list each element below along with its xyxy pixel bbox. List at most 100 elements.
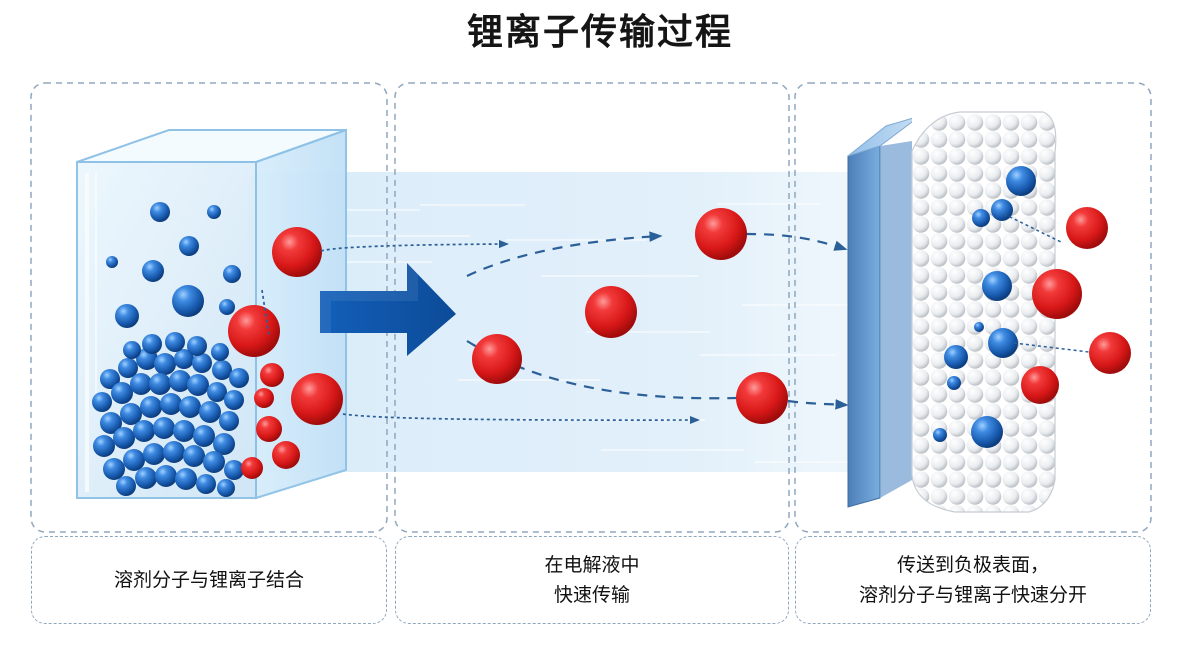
caption-desolvation-line-2: 溶剂分子与锂离子快速分开	[858, 584, 1087, 606]
solvent-molecule	[219, 411, 239, 431]
lithium-ion	[272, 227, 322, 277]
solvent-molecule	[179, 396, 201, 418]
solvent-molecule	[187, 374, 209, 396]
solvent-molecule	[106, 256, 118, 268]
solvent-molecule	[103, 458, 125, 480]
solvent-molecule	[947, 376, 961, 390]
solvent-molecule	[193, 425, 215, 447]
solvent-molecule	[118, 358, 138, 378]
solvent-molecule	[173, 420, 195, 442]
solvent-molecule	[163, 441, 185, 463]
lithium-ions-in-transit	[472, 208, 788, 424]
solvent-molecule	[207, 382, 227, 402]
solvent-molecule	[93, 435, 115, 457]
lithium-ion	[241, 457, 263, 479]
solvent-molecule	[100, 369, 120, 389]
caption-solvation-line-1: 溶剂分子与锂离子结合	[113, 569, 304, 591]
solvent-molecule	[199, 401, 221, 423]
solvent-molecule	[169, 370, 191, 392]
electrode-lithium-ions	[1021, 207, 1131, 404]
solvent-molecule	[974, 322, 984, 332]
solvent-molecule	[143, 443, 165, 465]
solvent-molecule	[116, 476, 136, 496]
solvent-molecule	[142, 334, 162, 354]
solvent-molecule	[142, 260, 164, 282]
solvent-molecule	[135, 467, 157, 489]
lithium-ion	[228, 305, 280, 357]
lithium-ion	[291, 373, 343, 425]
solvent-molecule	[120, 403, 142, 425]
lithium-ion	[256, 416, 282, 442]
solvent-molecule	[174, 349, 194, 369]
solvent-molecule	[115, 304, 139, 328]
solvent-molecule	[933, 428, 947, 442]
solvent-molecule	[140, 396, 162, 418]
solvent-molecule	[982, 271, 1012, 301]
solvent-molecule	[172, 285, 204, 317]
solvent-molecule	[179, 236, 199, 256]
solvent-molecule	[130, 373, 152, 395]
lithium-ion	[1021, 366, 1059, 404]
solvent-molecule	[213, 433, 235, 455]
solvent-molecule	[212, 360, 232, 380]
solvent-molecule	[988, 328, 1018, 358]
caption-desolvation-line-1: 传送到负极表面，	[896, 554, 1049, 576]
solvent-molecule	[150, 202, 170, 222]
lithium-ion	[472, 334, 522, 384]
lithium-ion	[254, 388, 274, 408]
solvent-molecule	[123, 449, 145, 471]
diagram-title: 锂离子传输过程	[466, 12, 733, 53]
lithium-ion	[695, 208, 747, 260]
solvent-molecule	[165, 332, 185, 352]
solvent-molecule	[944, 345, 968, 369]
desolvation-links	[1003, 213, 1090, 353]
solvent-molecule	[224, 390, 244, 410]
solvent-molecule	[187, 336, 207, 356]
solvent-molecule	[133, 420, 155, 442]
solvent-molecule	[1006, 166, 1036, 196]
solvent-molecule	[160, 393, 182, 415]
lithium-ion	[1066, 207, 1108, 249]
solvent-molecules-loose	[106, 202, 241, 328]
solvent-molecule	[972, 209, 990, 227]
caption-desolvation: 传送到负极表面， 溶剂分子与锂离子快速分开	[795, 536, 1151, 624]
solvent-molecule	[192, 353, 212, 373]
caption-transport: 在电解液中 快速传输	[395, 536, 789, 624]
caption-solvation: 溶剂分子与锂离子结合	[31, 536, 387, 624]
solvent-molecule	[223, 265, 241, 283]
lithium-ion	[736, 372, 788, 424]
solvent-molecule	[196, 474, 216, 494]
solvent-molecule	[154, 353, 176, 375]
stage-frame-desolvation	[794, 82, 1152, 533]
lithium-ions-solvated	[228, 227, 343, 479]
solvent-molecule	[111, 382, 133, 404]
solvent-molecule	[149, 373, 171, 395]
stage-frame-solvation	[30, 82, 388, 533]
solvent-molecule	[153, 417, 175, 439]
solvent-molecule	[229, 368, 249, 388]
solvent-molecule	[175, 468, 197, 490]
solvent-molecule	[224, 460, 244, 480]
solvent-molecule	[971, 416, 1003, 448]
solvent-molecule	[92, 392, 112, 412]
caption-transport-line-2: 快速传输	[553, 584, 630, 606]
lithium-ion	[272, 441, 300, 469]
solvent-molecule	[203, 451, 225, 473]
solvent-molecule	[211, 343, 229, 361]
solvent-molecule	[123, 341, 141, 359]
solvent-molecule	[217, 479, 235, 497]
lithium-ion	[1032, 269, 1082, 319]
transport-arrow	[320, 263, 456, 356]
ion-path-connectors	[261, 239, 701, 425]
lithium-ion	[260, 363, 284, 387]
lithium-ion	[1089, 332, 1131, 374]
solvent-molecule	[991, 199, 1013, 221]
solvent-molecule	[219, 299, 235, 315]
solvent-molecule	[183, 445, 205, 467]
stage-frame-transport	[394, 82, 790, 533]
solvent-molecule	[155, 465, 177, 487]
caption-transport-line-1: 在电解液中	[544, 554, 640, 576]
solvent-molecule	[207, 205, 221, 219]
desolvated-solvent-molecules	[933, 166, 1036, 448]
